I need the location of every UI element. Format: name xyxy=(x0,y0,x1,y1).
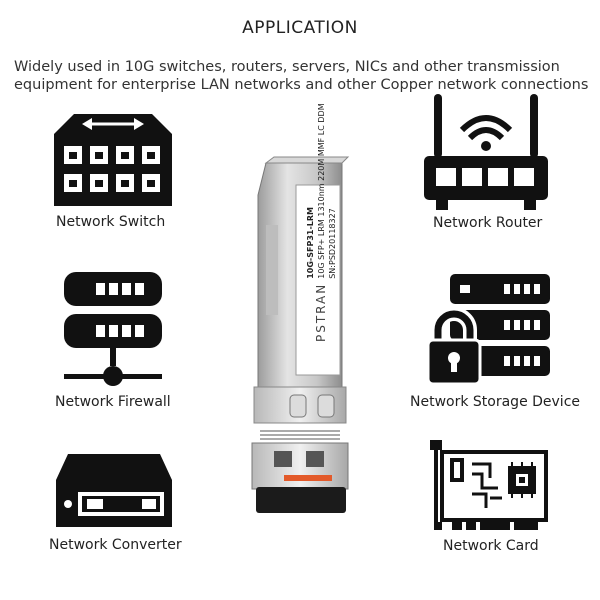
network-firewall-icon xyxy=(64,272,162,386)
label-network-storage-device: Network Storage Device xyxy=(410,394,581,410)
description: Widely used in 10G switches, routers, se… xyxy=(14,58,594,94)
description-line-1: Widely used in 10G switches, routers, se… xyxy=(14,59,560,75)
label-network-switch: Network Switch xyxy=(56,214,166,230)
network-storage-icon xyxy=(426,274,550,386)
label-network-card: Network Card xyxy=(443,538,539,554)
label-network-firewall: Network Firewall xyxy=(55,394,171,410)
sfp-module xyxy=(251,156,350,513)
module-serial: SN:PSD20118327 xyxy=(328,208,337,279)
network-switch-icon xyxy=(54,114,172,206)
network-card-icon xyxy=(430,440,548,530)
module-spec: 10G SFP+ LRM 1310nm 220M MMF LC DDM xyxy=(317,103,326,279)
label-network-converter: Network Converter xyxy=(49,537,182,553)
module-model: 10G-SFP31-LRM xyxy=(306,206,315,279)
module-label-text: PSTRAN 10G-SFP31-LRM 10G SFP+ LRM 1310nm… xyxy=(305,103,349,342)
description-line-2: equipment for enterprise LAN networks an… xyxy=(14,77,589,93)
network-router-icon xyxy=(424,94,548,210)
label-network-router: Network Router xyxy=(433,215,543,231)
network-converter-icon xyxy=(56,454,172,527)
page-title: APPLICATION xyxy=(242,18,358,38)
module-brand: PSTRAN xyxy=(314,282,328,342)
